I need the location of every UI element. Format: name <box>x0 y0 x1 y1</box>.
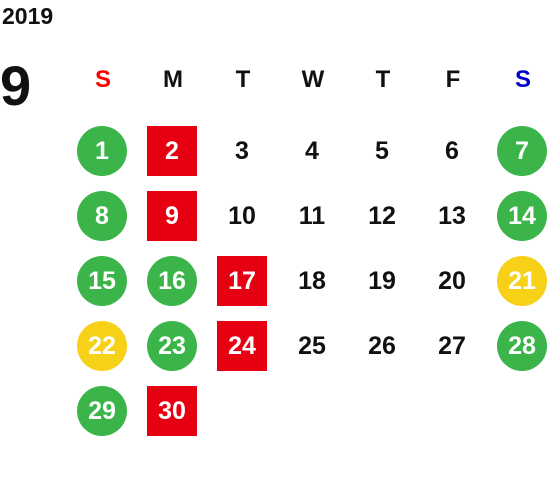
year-label: 2019 <box>2 3 54 29</box>
day-cell: 1 <box>77 126 127 176</box>
day-cell: 15 <box>77 256 127 306</box>
weekday-tuesday: T <box>235 66 251 93</box>
day-cell: 5 <box>375 136 389 165</box>
day-cell: 16 <box>147 256 197 306</box>
day-cell: 11 <box>298 201 326 230</box>
weekday-wednesday: W <box>301 66 325 93</box>
day-cell: 30 <box>147 386 197 436</box>
day-cell: 24 <box>217 321 267 371</box>
day-cell: 25 <box>298 331 326 360</box>
day-cell: 2 <box>147 126 197 176</box>
day-cell: 17 <box>217 256 267 306</box>
month-number: 9 <box>0 54 32 117</box>
day-cell: 20 <box>438 266 466 295</box>
weekday-friday: F <box>445 66 461 93</box>
day-cell: 7 <box>497 126 547 176</box>
weekday-saturday: S <box>514 66 531 93</box>
day-cell: 27 <box>438 331 466 360</box>
day-cell: 10 <box>228 201 256 230</box>
weekday-sunday: S <box>94 66 111 93</box>
day-cell: 22 <box>77 321 127 371</box>
day-cell: 3 <box>235 136 249 165</box>
day-cell: 13 <box>438 201 466 230</box>
day-cell: 4 <box>305 136 319 165</box>
day-cell: 19 <box>368 266 396 295</box>
day-cell: 8 <box>77 191 127 241</box>
day-cell: 9 <box>147 191 197 241</box>
day-cell: 14 <box>497 191 547 241</box>
day-cell: 6 <box>445 136 459 165</box>
day-cell: 28 <box>497 321 547 371</box>
day-cell: 23 <box>147 321 197 371</box>
weekday-monday: M <box>163 66 183 93</box>
day-cell: 29 <box>77 386 127 436</box>
weekday-thursday: T <box>375 66 391 93</box>
day-cell: 26 <box>368 331 396 360</box>
day-cell: 21 <box>497 256 547 306</box>
day-cell: 18 <box>298 266 326 295</box>
day-cell: 12 <box>368 201 396 230</box>
